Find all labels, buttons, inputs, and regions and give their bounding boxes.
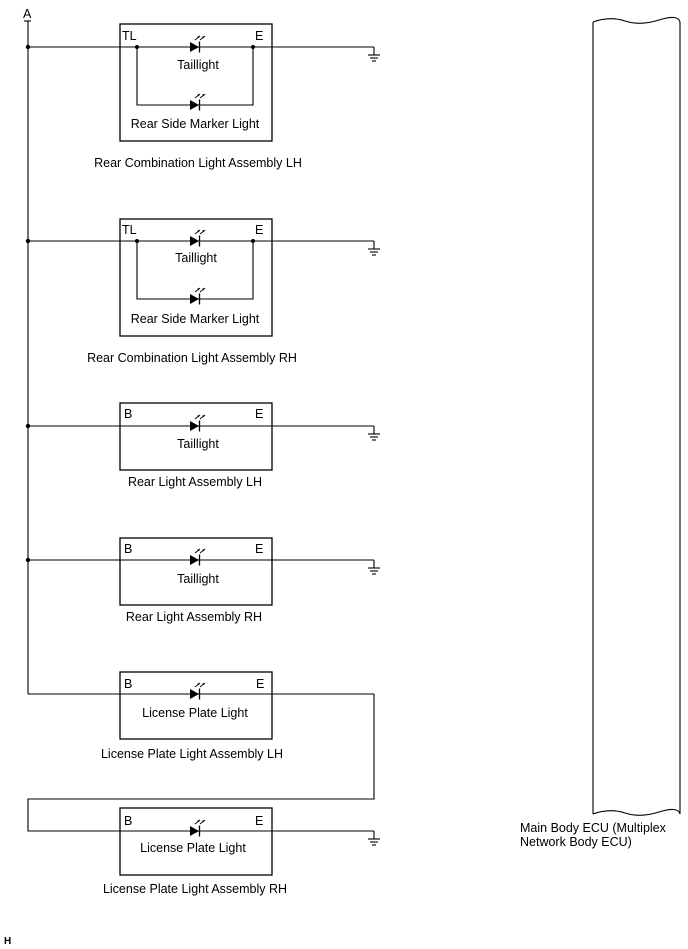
interconnect-wire xyxy=(27,694,375,832)
light-label: Rear Side Marker Light xyxy=(131,117,260,131)
assembly-box xyxy=(119,807,273,876)
assembly-rear-combination-lh: TL E Taillight Rear Side Marker Light Re… xyxy=(25,23,381,170)
corner-mark: H xyxy=(4,936,11,947)
pin-left: B xyxy=(124,542,132,556)
ground-icon xyxy=(367,46,381,62)
light-label: Rear Side Marker Light xyxy=(131,312,260,326)
assembly-rear-light-rh: B E Taillight Rear Light Assembly RH xyxy=(25,537,381,624)
ecu-label-line2: Network Body ECU) xyxy=(520,835,632,849)
assembly-name: License Plate Light Assembly LH xyxy=(101,747,283,761)
pin-right: E xyxy=(255,29,263,43)
branch-wire xyxy=(136,241,254,300)
ground-icon xyxy=(367,240,381,256)
ecu-bottom-wave xyxy=(592,808,681,816)
pin-right: E xyxy=(255,814,263,828)
assembly-box xyxy=(119,402,273,471)
assembly-box xyxy=(119,23,273,142)
led-icon xyxy=(189,35,206,54)
ecu-label-line1: Main Body ECU (Multiplex xyxy=(520,821,667,835)
light-label: Taillight xyxy=(177,572,219,586)
assembly-rear-combination-rh: TL E Taillight Rear Side Marker Light Re… xyxy=(25,218,381,365)
pin-left: TL xyxy=(122,29,137,43)
pin-left: TL xyxy=(122,223,137,237)
led-icon xyxy=(189,548,206,567)
assembly-box xyxy=(119,537,273,606)
assembly-name: Rear Combination Light Assembly RH xyxy=(87,351,297,365)
ground-icon xyxy=(367,425,381,441)
ground-icon xyxy=(367,559,381,575)
light-label: License Plate Light xyxy=(142,706,248,720)
assembly-name: License Plate Light Assembly RH xyxy=(103,882,287,896)
light-label: License Plate Light xyxy=(140,841,246,855)
led-icon xyxy=(189,287,206,306)
light-label: Taillight xyxy=(175,251,217,265)
pin-right: E xyxy=(256,677,264,691)
assembly-license-plate-lh: B E License Plate Light License Plate Li… xyxy=(28,671,374,761)
assembly-name: Rear Light Assembly LH xyxy=(128,475,262,489)
led-icon xyxy=(189,819,206,838)
pin-right: E xyxy=(255,542,263,556)
bus-label: A xyxy=(23,7,32,21)
assembly-box xyxy=(119,218,273,337)
pin-left: B xyxy=(124,407,132,421)
light-label: Taillight xyxy=(177,437,219,451)
led-icon xyxy=(189,414,206,433)
light-label: Taillight xyxy=(177,58,219,72)
led-icon xyxy=(189,93,206,112)
pin-left: B xyxy=(124,814,132,828)
pin-right: E xyxy=(255,407,263,421)
branch-wire xyxy=(136,47,254,106)
pin-left: B xyxy=(124,677,132,691)
led-icon xyxy=(189,682,206,701)
led-icon xyxy=(189,229,206,248)
assembly-rear-light-lh: B E Taillight Rear Light Assembly LH xyxy=(25,402,381,489)
assembly-name: Rear Light Assembly RH xyxy=(126,610,262,624)
ecu-top-wave xyxy=(592,16,681,24)
assembly-name: Rear Combination Light Assembly LH xyxy=(94,156,302,170)
ground-icon xyxy=(367,830,381,846)
pin-right: E xyxy=(255,223,263,237)
main-body-ecu: Main Body ECU (Multiplex Network Body EC… xyxy=(520,16,681,849)
assembly-box xyxy=(119,671,273,740)
assembly-license-plate-rh: B E License Plate Light License Plate Li… xyxy=(103,807,381,896)
